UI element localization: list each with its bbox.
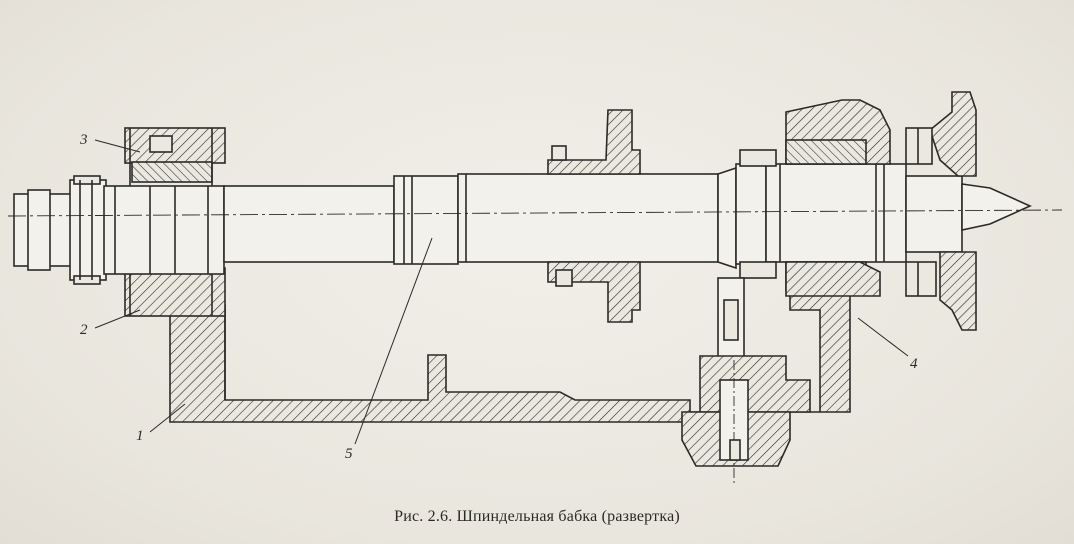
spindle-shaft [103, 163, 1032, 275]
leader-4 [857, 317, 909, 357]
label-part-2: 2 [80, 322, 88, 338]
lower-gear-unit [681, 277, 811, 484]
label-part-5: 5 [345, 446, 353, 462]
label-part-1: 1 [136, 428, 144, 444]
leader-3 [94, 139, 141, 153]
label-part-3: 3 [79, 132, 88, 148]
right-flange [905, 91, 977, 331]
middle-gear [547, 109, 641, 323]
leader-2 [94, 309, 141, 329]
leader-1 [149, 403, 186, 433]
left-bearing-assembly [124, 127, 226, 317]
spindle-left-end [13, 175, 107, 285]
figure-caption: Рис. 2.6. Шпиндельная бабка (развертка) [394, 508, 680, 525]
leader-5 [354, 237, 433, 445]
label-part-4: 4 [910, 356, 918, 372]
right-bearing-assembly [739, 99, 891, 297]
centre-axis [7, 209, 1063, 217]
